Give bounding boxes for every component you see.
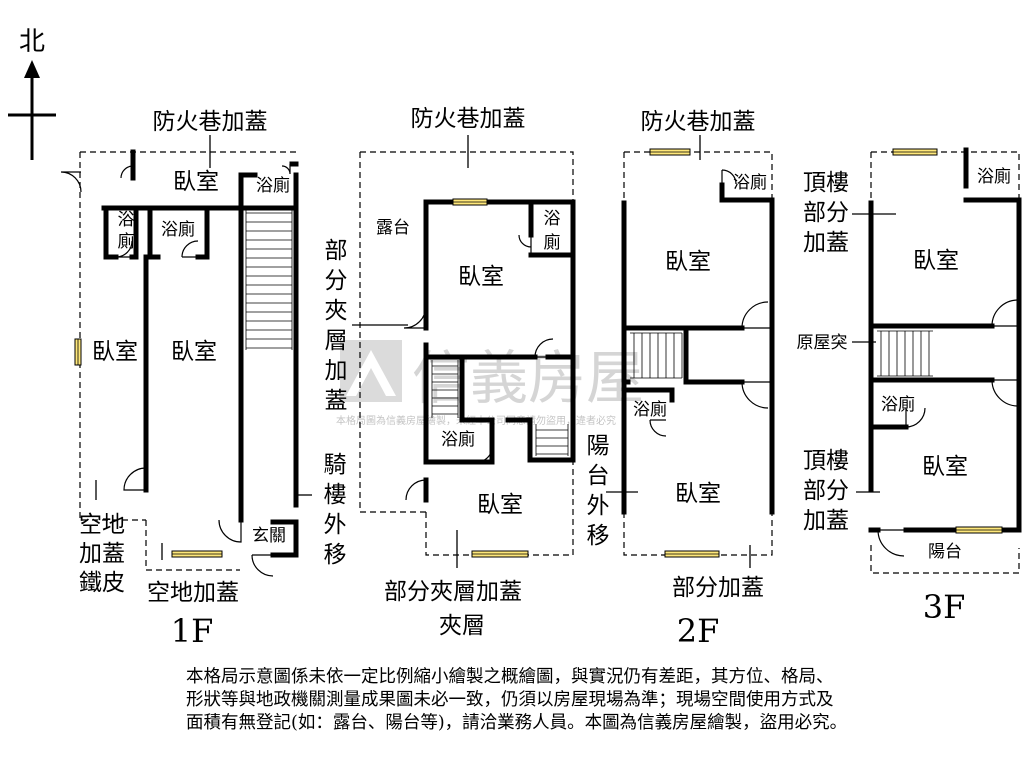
f2-bath-mid: 浴廁 xyxy=(633,399,667,420)
north-arrow-icon xyxy=(24,60,40,78)
door-icon xyxy=(181,240,199,258)
disclaimer-line-2: 形狀等與地政機關測量成果圖未必一致，仍須以房屋現場為準；現場空間使用方式及 xyxy=(186,690,834,710)
door-icon xyxy=(741,301,772,329)
f3-roof-note-top-1: 頂樓 xyxy=(803,170,849,196)
door-icon xyxy=(60,171,82,193)
mezz-bottom-note: 部分夾層加蓋 xyxy=(384,579,522,605)
f2-balcony-note-1: 陽 xyxy=(587,433,610,459)
mezz-bedroom-top: 臥室 xyxy=(458,264,504,290)
mezz-bedroom-bottom: 臥室 xyxy=(477,492,523,518)
mezz-side-note-2: 分 xyxy=(325,268,348,294)
door-icon xyxy=(991,299,1019,327)
stair-mezzanine xyxy=(431,360,569,456)
door-icon xyxy=(251,554,274,577)
floor-2f: 防火巷加蓋 浴廁 臥室 浴廁 陽 台 外 移 臥室 部分加蓋 2F xyxy=(587,109,775,650)
disclaimer-line-3: 面積有無登記(如：露台、陽台等)，請洽業務人員。本圖為信義房屋繪製，盜用必究。 xyxy=(186,713,848,733)
f2-bath-top: 浴廁 xyxy=(733,172,767,193)
f3-roof-note-bottom-3: 加蓋 xyxy=(803,508,849,534)
door-icon xyxy=(120,165,134,180)
f1-bath-small-1: 浴 xyxy=(118,210,135,230)
mezz-bath-right-1: 浴 xyxy=(544,209,561,229)
mezz-title: 夾層 xyxy=(439,613,485,639)
floor-1f: 防火巷加蓋 臥室 浴廁 浴 廁 浴廁 臥室 臥室 玄關 空地 加蓋 鐵皮 空地加… xyxy=(60,109,347,650)
f1-bedroom-top: 臥室 xyxy=(173,169,219,195)
f1-left-note-2: 加蓋 xyxy=(79,541,125,567)
f3-roof-note-bottom-2: 部分 xyxy=(803,478,849,504)
mezz-bath-mid: 浴廁 xyxy=(441,429,475,450)
floor-3f: 浴廁 頂樓 部分 加蓋 臥室 原屋突 浴廁 頂樓 部分 加蓋 臥室 陽台 3F xyxy=(797,147,1022,626)
door-icon xyxy=(741,381,772,409)
f1-bedroom-main: 臥室 xyxy=(171,339,217,365)
door-icon xyxy=(405,479,427,501)
f3-roof-note-bottom-1: 頂樓 xyxy=(803,448,849,474)
f1-arcade-note-2: 樓 xyxy=(324,482,347,508)
door-icon xyxy=(281,164,291,175)
f1-bottom-note: 空地加蓋 xyxy=(147,580,239,606)
f1-arcade-note-1: 騎 xyxy=(324,452,347,478)
door-icon xyxy=(115,240,133,258)
f1-title: 1F xyxy=(171,612,214,650)
disclaimer-line-1: 本格局示意圖係未依一定比例縮小繪製之概繪圖，與實況仍有差距，其方位、格局、 xyxy=(186,667,834,687)
floor-mezzanine: 防火巷加蓋 露台 浴 廁 臥室 部 分 夾 層 加 蓋 浴廁 臥室 部分夾層加蓋… xyxy=(325,106,576,639)
f3-roof-note-top-3: 加蓋 xyxy=(803,230,849,256)
f3-title: 3F xyxy=(923,588,966,626)
mezz-terrace: 露台 xyxy=(376,218,410,238)
stair-2f xyxy=(630,332,683,379)
mezz-bath-right-2: 廁 xyxy=(544,232,561,253)
door-icon xyxy=(218,519,242,543)
f1-bath-small-2: 廁 xyxy=(118,231,135,252)
f3-balcony: 陽台 xyxy=(928,542,962,562)
mezz-top-note: 防火巷加蓋 xyxy=(411,106,526,132)
f3-original-protrusion: 原屋突 xyxy=(797,333,848,353)
watermark: 信義房屋 本格局圖為信義房屋繪製，未經本公司同意請勿盜用，違者必究 xyxy=(336,340,644,427)
f3-roof-note-top-2: 部分 xyxy=(803,200,849,226)
f2-balcony-note-3: 外 xyxy=(587,493,610,519)
f1-left-note-3: 鐵皮 xyxy=(79,570,125,596)
door-icon xyxy=(476,446,493,463)
door-icon xyxy=(649,419,667,437)
mezz-side-note-5: 加 xyxy=(325,358,348,384)
f2-top-note: 防火巷加蓋 xyxy=(641,109,756,135)
north-label: 北 xyxy=(19,27,45,57)
f1-left-note-1: 空地 xyxy=(79,512,125,538)
f3-bedroom-top: 臥室 xyxy=(913,248,959,274)
stair-1f xyxy=(245,208,293,350)
disclaimer: 本格局示意圖係未依一定比例縮小繪製之概繪圖，與實況仍有差距，其方位、格局、 形狀… xyxy=(186,666,986,735)
door-icon xyxy=(905,407,926,428)
door-icon xyxy=(123,467,147,491)
f2-balcony-note-4: 移 xyxy=(587,523,610,549)
f1-top-note: 防火巷加蓋 xyxy=(153,109,268,135)
door-icon xyxy=(518,234,532,255)
f1-bath-right: 浴廁 xyxy=(256,175,290,196)
f2-title: 2F xyxy=(677,612,720,650)
mezz-side-note-6: 蓋 xyxy=(325,388,348,414)
f2-bedroom-bottom: 臥室 xyxy=(675,481,721,507)
f1-bedroom-left: 臥室 xyxy=(92,339,138,365)
f3-bedroom-bottom: 臥室 xyxy=(922,454,968,480)
watermark-brand: 信義房屋 xyxy=(412,344,644,412)
door-icon xyxy=(721,169,737,185)
f1-bath-mid: 浴廁 xyxy=(161,219,195,240)
stair-3f xyxy=(877,330,933,377)
f1-entrance: 玄關 xyxy=(252,526,286,546)
f2-bottom-note: 部分加蓋 xyxy=(672,575,764,601)
door-icon xyxy=(403,305,427,329)
door-icon xyxy=(991,379,1019,407)
door-icon xyxy=(877,529,906,557)
compass: 北 xyxy=(8,27,56,160)
mezz-side-note-1: 部 xyxy=(325,238,348,264)
f2-balcony-note-2: 台 xyxy=(587,463,610,489)
f3-bath-mid: 浴廁 xyxy=(881,394,915,415)
f2-bedroom-top: 臥室 xyxy=(665,249,711,275)
mezz-side-note-3: 夾 xyxy=(325,298,348,324)
mezz-side-note-4: 層 xyxy=(325,328,348,354)
f3-bath-top: 浴廁 xyxy=(977,166,1011,187)
f1-arcade-note-3: 外 xyxy=(324,512,347,538)
door-icon xyxy=(534,338,554,358)
f1-arcade-note-4: 移 xyxy=(324,542,347,568)
